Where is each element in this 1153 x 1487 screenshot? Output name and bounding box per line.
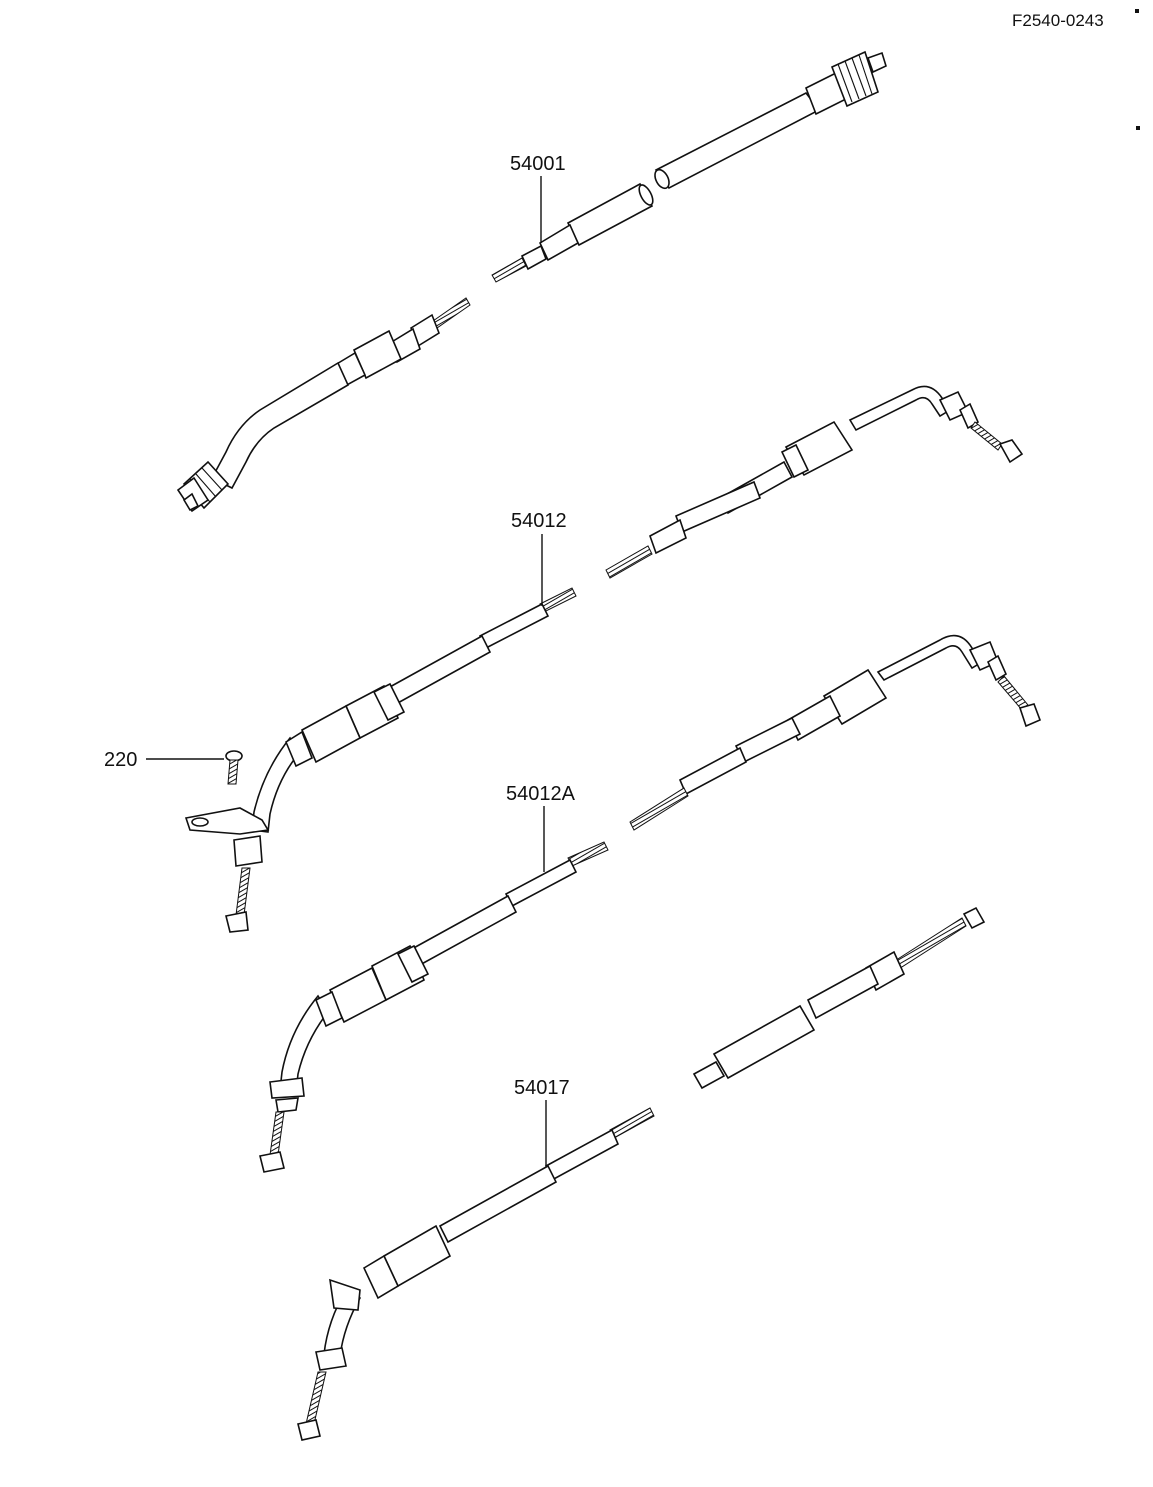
screw-220: [225, 750, 243, 785]
throttle-cable-54012a-lower: [259, 841, 609, 1173]
choke-cable-54017-upper: [692, 906, 986, 1090]
choke-cable-54017: [297, 906, 986, 1441]
callout-54001: 54001: [510, 153, 566, 243]
margin-mark: [1135, 9, 1139, 13]
throttle-cable-54012a: [259, 634, 1042, 1173]
choke-cable-54017-lower: [297, 1107, 655, 1441]
callout-label: 54001: [510, 153, 566, 175]
speedometer-cable: [176, 50, 887, 513]
callout-54012: 54012: [511, 510, 567, 606]
margin-mark: [1136, 126, 1140, 130]
speedometer-cable-upper: [654, 50, 887, 190]
throttle-cable-54012: [184, 385, 1024, 933]
speedometer-cable-middle: [491, 182, 654, 283]
callout-label: 54012A: [506, 783, 576, 805]
throttle-cable-54012-lower: [184, 587, 577, 933]
throttle-cable-54012-upper: [605, 385, 1024, 579]
callout-label: 54017: [514, 1077, 570, 1099]
callout-54017: 54017: [514, 1077, 570, 1166]
diagram-code: F2540-0243: [1012, 11, 1104, 30]
throttle-cable-54012a-upper: [629, 634, 1042, 831]
callout-220: 220: [104, 749, 224, 771]
callout-label: 220: [104, 749, 137, 771]
speedometer-cable-lower: [176, 297, 471, 513]
callout-54012a: 54012A: [506, 783, 576, 872]
callout-label: 54012: [511, 510, 567, 532]
